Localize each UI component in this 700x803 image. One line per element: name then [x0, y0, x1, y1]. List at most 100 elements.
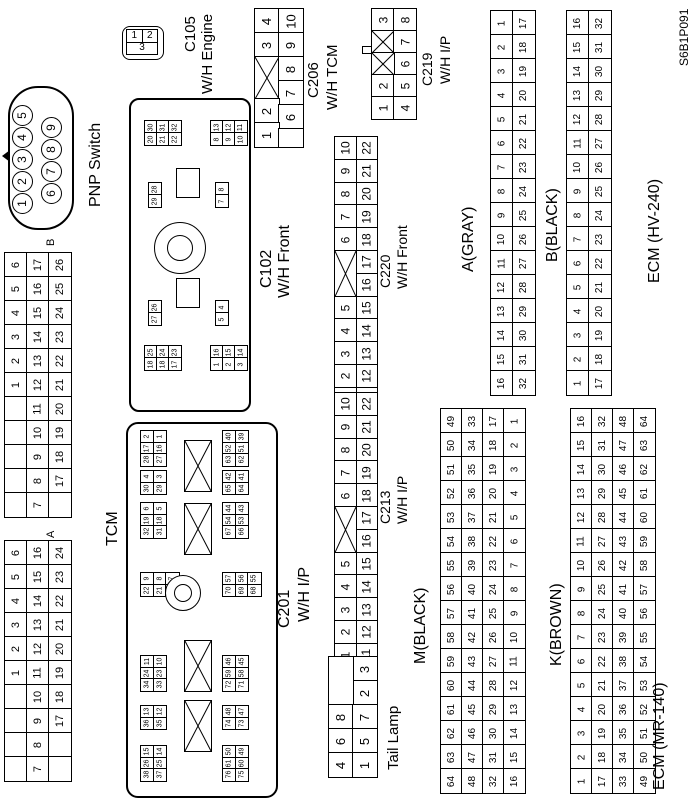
tcm-a-pin: 9 [26, 708, 50, 734]
c102-pin-number: 30 [147, 123, 155, 131]
ecm-b-pin-number: 7 [572, 236, 584, 242]
ecm-k-pin: 38 [612, 648, 635, 674]
ecm-k-pin: 18 [591, 744, 614, 770]
ecm-a-pin: 30 [512, 322, 536, 348]
ecm-m-pin-number: 13 [509, 703, 520, 715]
c201-pin-number: 37 [156, 770, 164, 779]
c206-pin: 9 [278, 32, 304, 58]
c201-pin-number: 47 [238, 707, 246, 716]
ecm-m-pin-number: 27 [488, 655, 499, 667]
c201-pin-number: 30 [143, 484, 151, 493]
tcm-b-pin-number: 9 [32, 453, 44, 461]
ecm-m-pin-number: 14 [509, 727, 520, 739]
c201-pin-number: 70 [225, 586, 233, 595]
ecm-b-pin-number: 9 [572, 188, 584, 194]
ecm-k-pin: 64 [633, 408, 656, 434]
ecm-m-pin-number: 6 [509, 538, 520, 544]
ecm-k-pin-number: 13 [576, 487, 587, 499]
ecm-k-pin-number: 38 [618, 655, 629, 667]
ecm-a-pin-number: 11 [496, 257, 508, 269]
tcm-a-pin-number: 14 [32, 594, 44, 608]
tcm-b-pin: 13 [26, 348, 50, 374]
pnp-switch-label: PNP Switch [87, 122, 104, 207]
c102-pin-number: 31 [159, 123, 167, 131]
ecm-m-pin-number: 63 [446, 751, 457, 763]
ecm-b-pin-number: 26 [594, 161, 606, 173]
tail-lamp-pin: 7 [352, 704, 378, 730]
ecm-a-pin: 2 [490, 34, 514, 60]
ecm-b-pin: 20 [588, 298, 612, 324]
c102-pin-number: 4 [218, 305, 226, 309]
ecm-m-pin-number: 21 [488, 511, 499, 523]
ecm-m-pin-number: 26 [488, 631, 499, 643]
ecm-b-pin: 2 [566, 346, 590, 372]
tcm-a-pin-number: 23 [54, 570, 66, 584]
c201-pin: 35 [152, 716, 167, 730]
ecm-m-pin-number: 9 [509, 610, 520, 616]
ecm-m-pin-number: 38 [467, 535, 478, 547]
c201-pin-number: 40 [225, 432, 233, 441]
c201-pin-number: 53 [238, 516, 246, 525]
c220-label: C220 [377, 254, 393, 288]
ecm-b-pin: 1 [566, 370, 590, 396]
ecm-k-pin: 13 [570, 480, 593, 506]
ecm-k-pin: 61 [633, 480, 656, 506]
ecm-a-pin: 26 [512, 226, 536, 252]
ecm-k-pin-number: 48 [618, 415, 629, 427]
ecm-k-pin-number: 45 [618, 487, 629, 499]
ecm-m-pin-number: 62 [446, 727, 457, 739]
pnp-pin: 3 [12, 149, 33, 170]
c220-pin-number: 16 [359, 278, 374, 292]
ecm-b-pin: 15 [566, 34, 590, 60]
ecm-a-pin: 29 [512, 298, 536, 324]
tcm-a-pin-number: 7 [32, 765, 44, 773]
ecm-b-pin: 29 [588, 82, 612, 108]
ecm-a-pin-number: 12 [496, 281, 508, 293]
ecm-m-pin: 2 [503, 432, 526, 458]
ecm-b-pin-number: 21 [594, 281, 606, 293]
c201-pin-number: 50 [225, 747, 233, 756]
ecm-m-pin-number: 12 [509, 679, 520, 691]
c201-pin-number: 72 [225, 680, 233, 689]
ecm-k-pin-number: 35 [618, 727, 629, 739]
c206-pin-number: 3 [259, 41, 275, 49]
ecm-k-pin-number: 36 [618, 703, 629, 715]
ecm-k-pin-number: 7 [576, 634, 587, 640]
ecm-b-pin: 24 [588, 202, 612, 228]
ecm-b-pin: 6 [566, 250, 590, 276]
c201-pin-number: 25 [156, 759, 164, 768]
c213-key-cross [334, 506, 357, 554]
c201-pin: 62 [234, 453, 249, 467]
ecm-b-pin-number: 11 [572, 137, 584, 149]
c213-pin: 20 [355, 437, 378, 463]
ecm-m-pin: 44 [461, 672, 484, 698]
tcm-b-pin: 25 [48, 276, 72, 302]
ecm-a-pin: 13 [490, 298, 514, 324]
c102-pin-number: 3 [237, 362, 245, 366]
ecm-k-pin: 15 [570, 432, 593, 458]
c102-pin: 5 [215, 312, 229, 326]
c201-pin-number: 62 [238, 455, 246, 464]
c213-pin: 22 [355, 392, 378, 417]
c206-pin-number: 9 [283, 41, 299, 49]
tcm-b-pin: 12 [26, 372, 50, 398]
tcm-a-pin-number: 20 [54, 642, 66, 656]
tcm-b-pin: 21 [48, 372, 72, 398]
ecm-b-pin: 5 [566, 274, 590, 300]
c201-pin-number: 54 [225, 516, 233, 525]
ecm-m-pin: 4 [503, 480, 526, 506]
ecm-m-pin: 30 [482, 720, 505, 746]
ecm-m-pin: 22 [482, 528, 505, 554]
c102-label: C102 [258, 249, 275, 288]
ecm-m-pin: 7 [503, 552, 526, 578]
c201-pin-number: 9 [143, 576, 151, 581]
ecm-b-pin-number: 3 [572, 332, 584, 338]
ecm-k-pin: 63 [633, 432, 656, 458]
ecm-m-pin: 39 [461, 552, 484, 578]
ecm-m-pin: 19 [482, 456, 505, 482]
tcm-b-pin-number: 23 [54, 330, 66, 344]
tcm-a-pin: 16 [26, 540, 50, 566]
ecm-a-pin-number: 17 [518, 17, 530, 29]
ecm-b-pin-number: 31 [594, 41, 606, 53]
c201-pin-number: 48 [225, 707, 233, 716]
